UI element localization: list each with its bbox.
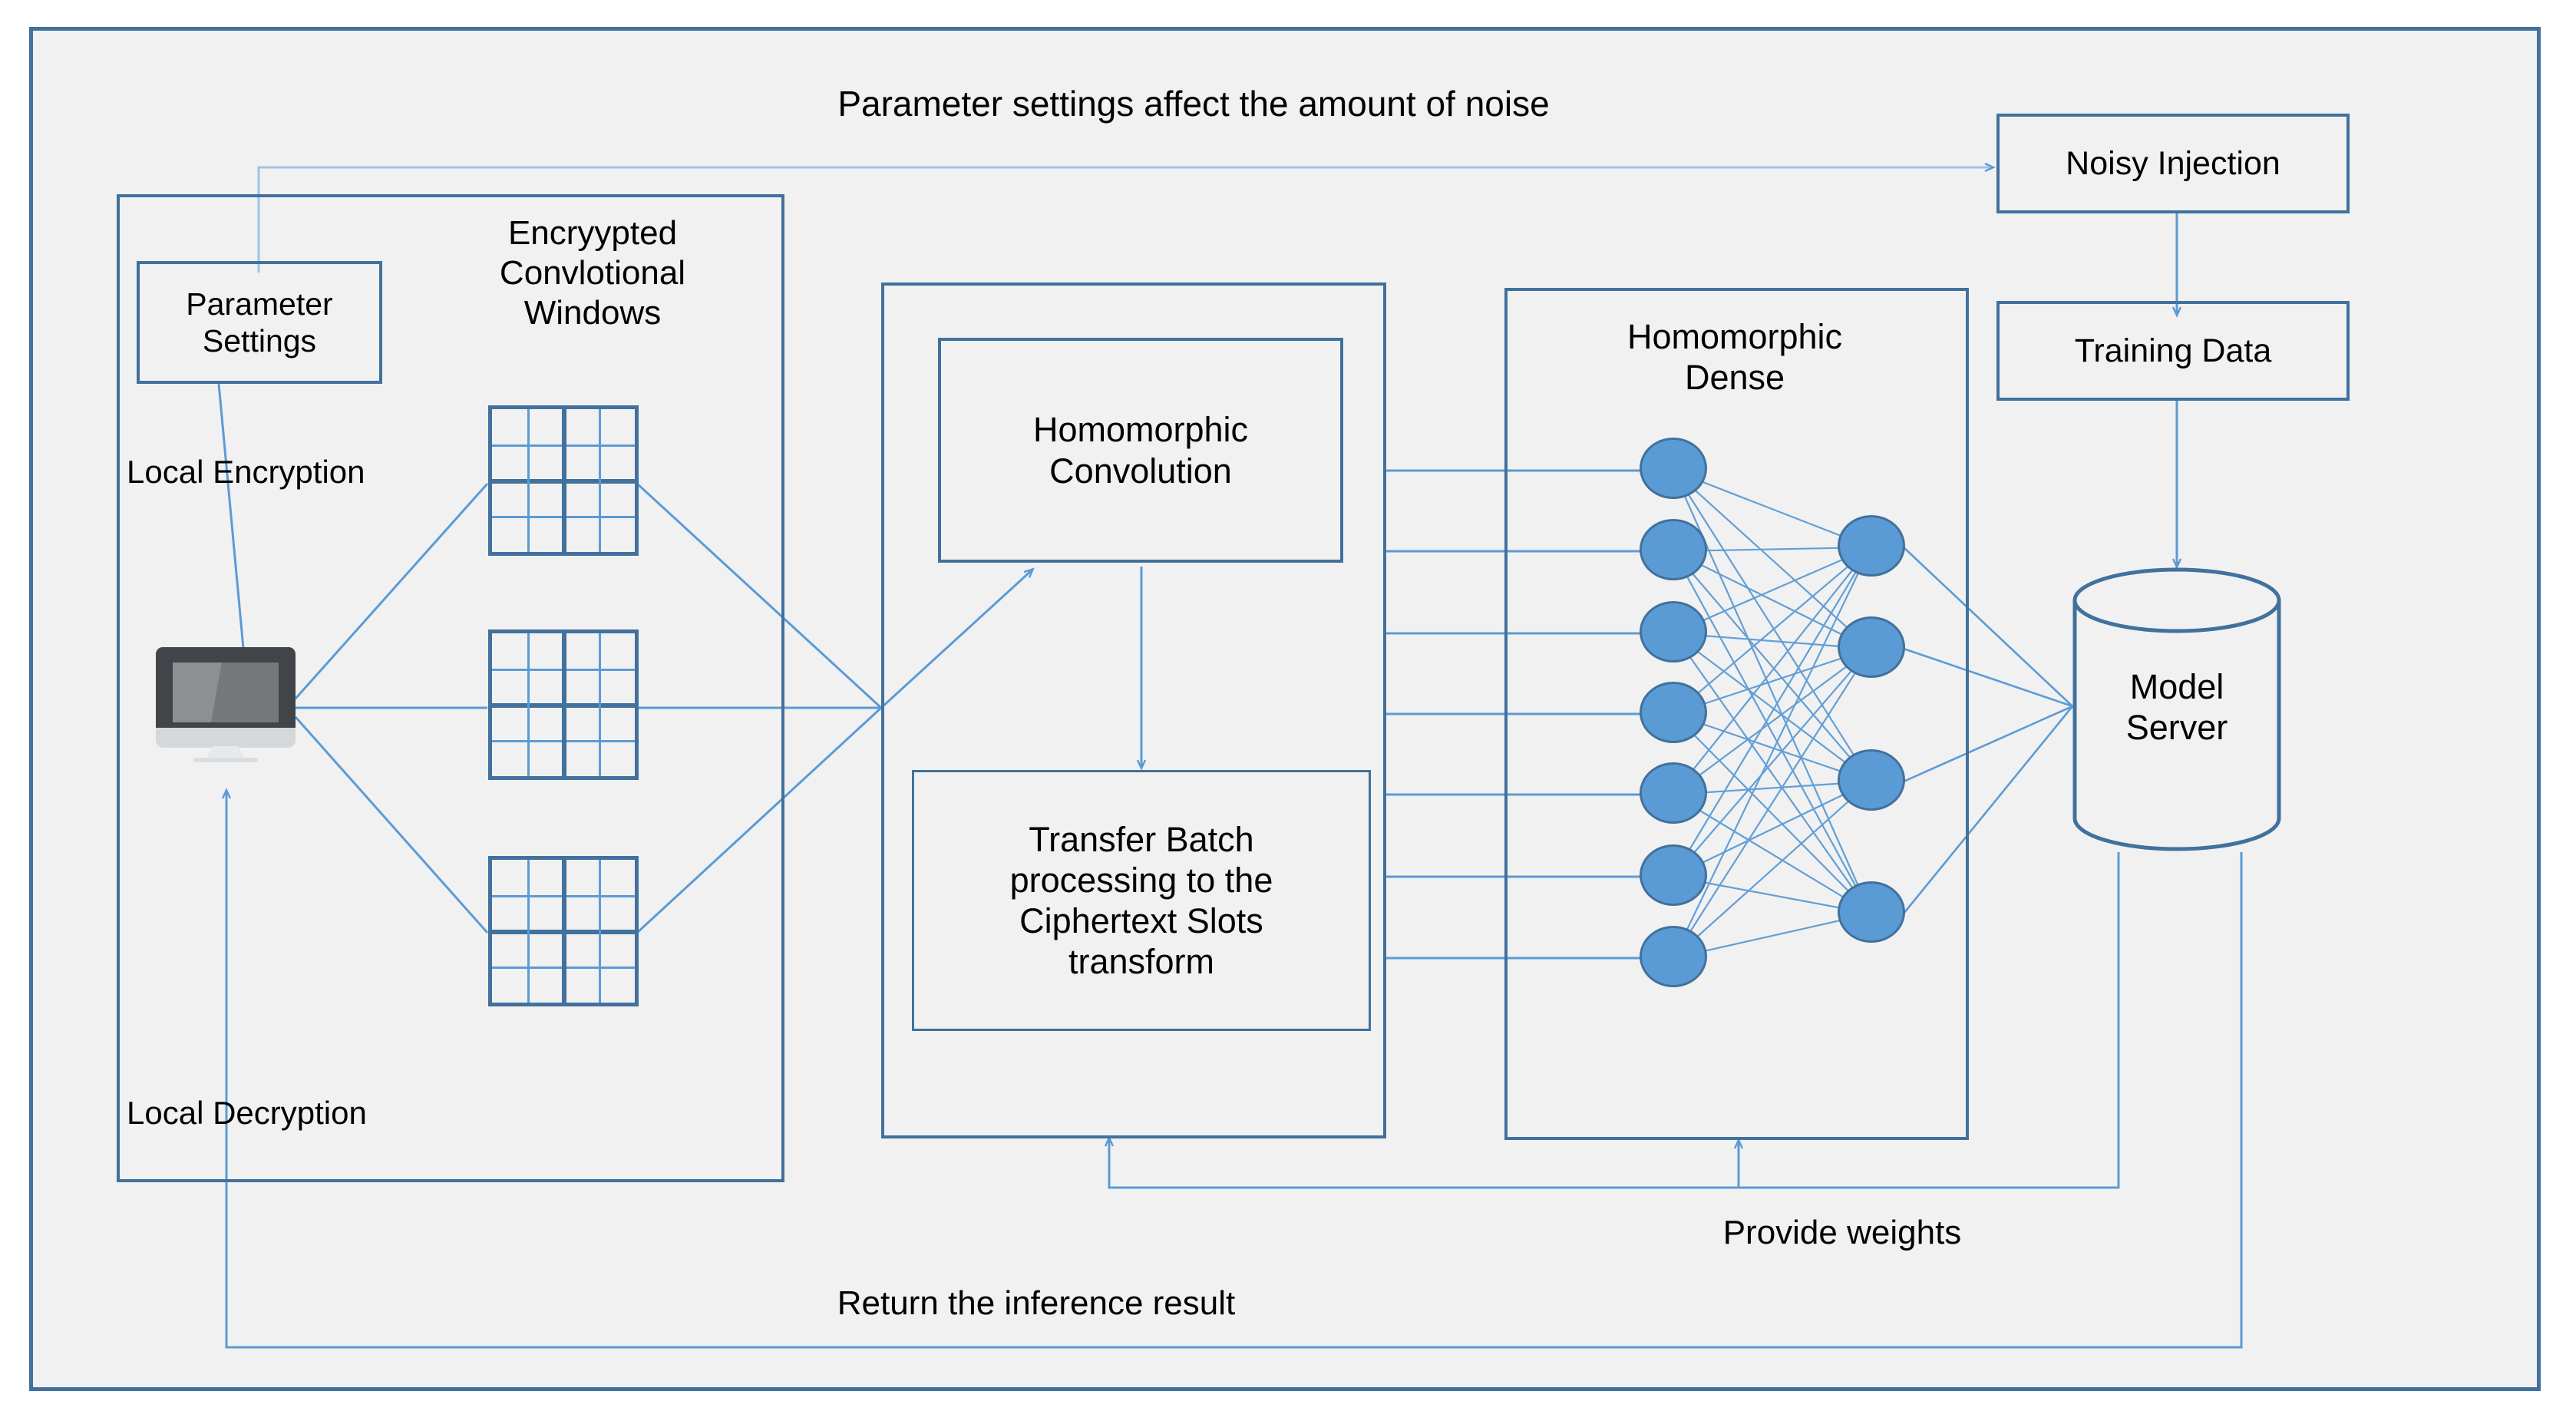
homomorphic-dense-title: Homomorphic Dense: [1627, 317, 1843, 398]
dense-input-node-6: [1640, 844, 1707, 906]
return-inference-label: Return the inference result: [837, 1284, 1236, 1322]
dense-input-node-1: [1640, 438, 1707, 499]
model-server-cylinder[interactable]: Model Server: [2072, 567, 2281, 851]
homomorphic-convolution-box[interactable]: Homomorphic Convolution: [938, 338, 1343, 563]
monitor-base-bar: [156, 728, 296, 748]
monitor-neck: [206, 746, 246, 759]
monitor-foot: [193, 758, 258, 762]
dense-output-node-4: [1838, 881, 1905, 943]
dense-input-node-2: [1640, 519, 1707, 580]
training-data-box[interactable]: Training Data: [1996, 301, 2350, 401]
conv-window-2: [488, 629, 639, 780]
grid-line-v3: [599, 633, 601, 776]
dense-output-node-1: [1838, 515, 1905, 577]
transfer-batch-box[interactable]: Transfer Batch processing to the Ciphert…: [912, 770, 1371, 1031]
monitor-screen-display: [172, 662, 279, 722]
grid-line-v1: [527, 633, 530, 776]
desktop-monitor-icon: [156, 647, 296, 762]
local-encryption-label: Local Encryption: [127, 454, 365, 490]
grid-line-v2: [562, 409, 566, 552]
grid-line-v2: [562, 633, 566, 776]
compute-panel: [881, 283, 1386, 1138]
dense-output-node-3: [1838, 749, 1905, 811]
grid-line-v3: [599, 860, 601, 1003]
conv-window-3: [488, 856, 639, 1006]
dense-input-node-5: [1640, 762, 1707, 824]
dense-panel: [1504, 288, 1969, 1140]
local-decryption-label: Local Decryption: [127, 1095, 367, 1131]
provide-weights-label: Provide weights: [1722, 1214, 1962, 1251]
note-parameter-noise: Parameter settings affect the amount of …: [837, 84, 1550, 124]
conv-window-1: [488, 405, 639, 556]
grid-line-v2: [562, 860, 566, 1003]
grid-line-v3: [599, 409, 601, 552]
dense-output-node-2: [1838, 616, 1905, 678]
dense-input-node-3: [1640, 601, 1707, 663]
model-server-label: Model Server: [2125, 667, 2228, 748]
noisy-injection-box[interactable]: Noisy Injection: [1996, 114, 2350, 213]
encrypted-conv-windows-title: Encryypted Convlotional Windows: [499, 214, 686, 332]
dense-input-node-4: [1640, 682, 1707, 743]
grid-line-v1: [527, 860, 530, 1003]
dense-input-node-7: [1640, 926, 1707, 987]
grid-line-v1: [527, 409, 530, 552]
parameter-settings-box[interactable]: Parameter Settings: [137, 261, 382, 384]
client-panel: [117, 194, 784, 1182]
